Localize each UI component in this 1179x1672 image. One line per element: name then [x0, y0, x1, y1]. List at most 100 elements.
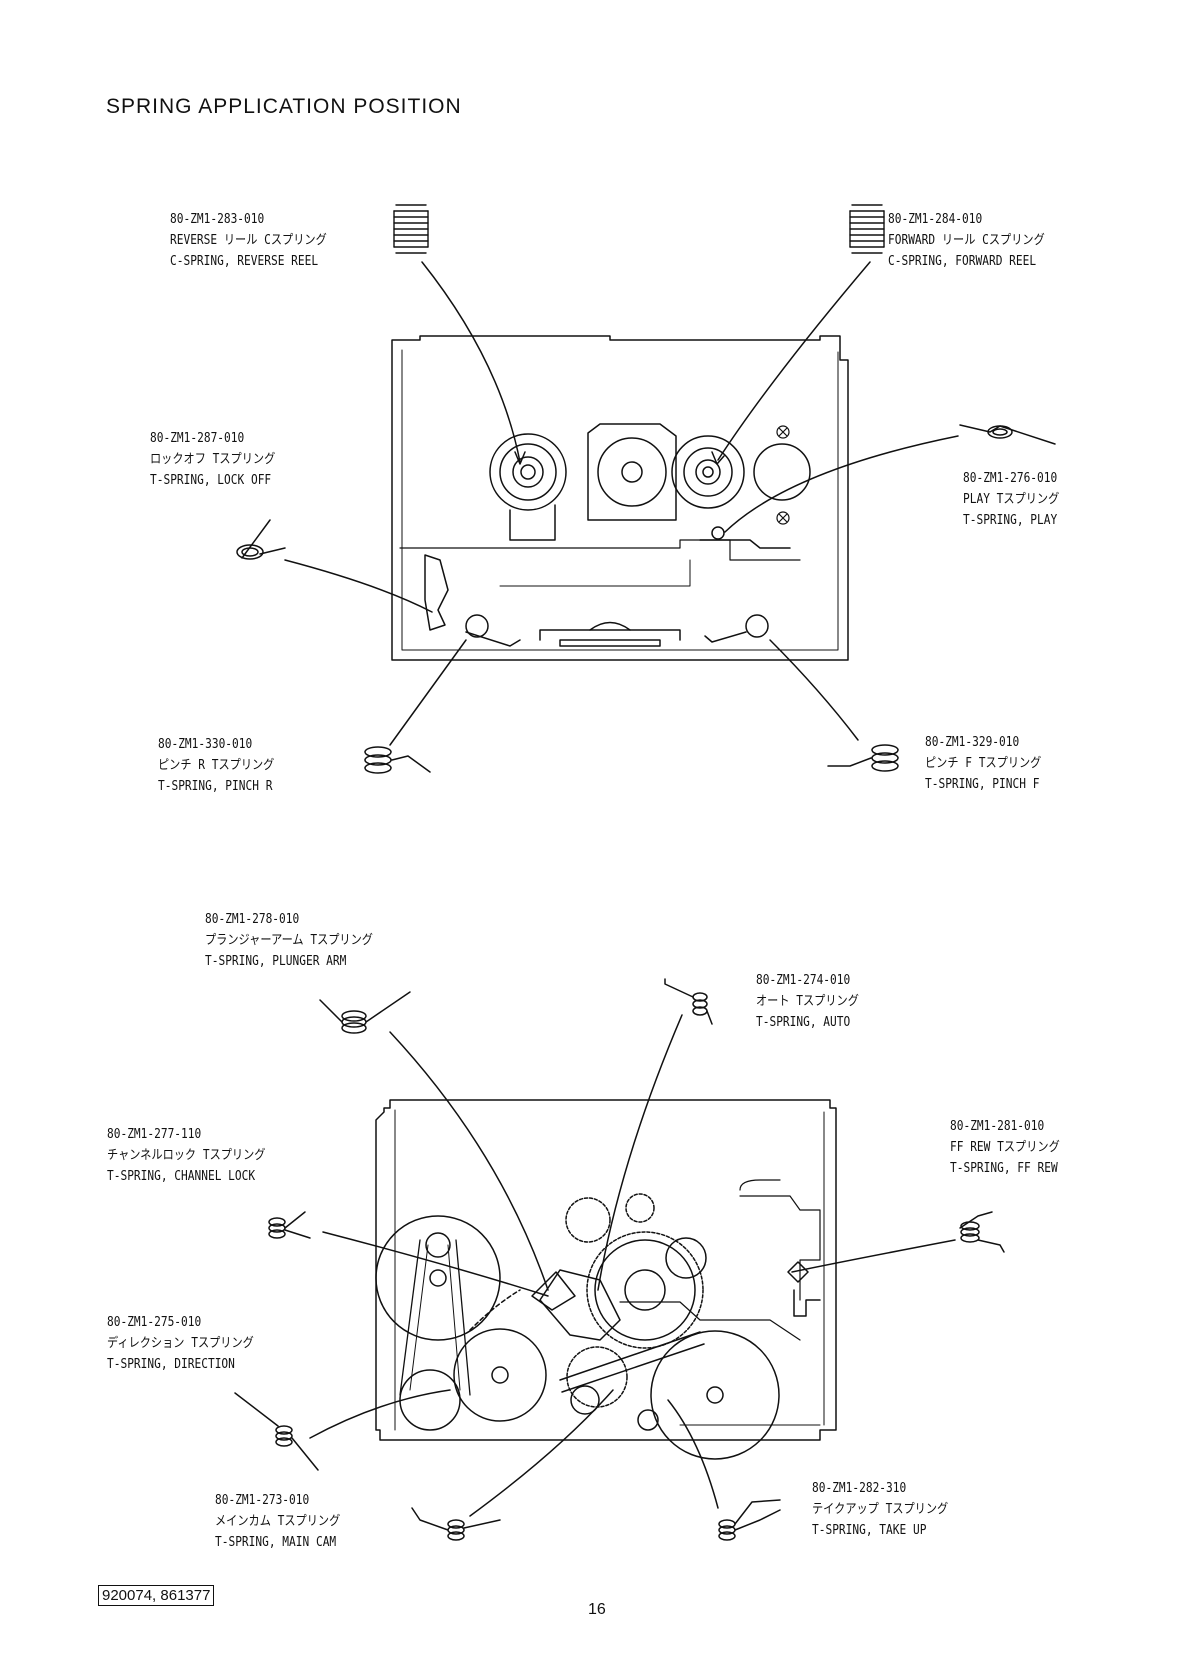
- part-number: 80-ZM1-273-010: [215, 1493, 310, 1508]
- page-number: 16: [588, 1601, 606, 1618]
- leader-line: [724, 435, 959, 533]
- part-name-en: T-SPRING, DIRECTION: [107, 1357, 235, 1372]
- part-name-jp: REVERSE リール Cスプリング: [170, 233, 327, 248]
- pinch-roller-f: [745, 614, 769, 638]
- callout-pinch-f: 80-ZM1-329-010 ピンチ F Tスプリング T-SPRING, PI…: [925, 732, 1041, 795]
- part-name-jp: オート Tスプリング: [756, 994, 859, 1009]
- leader-line: [791, 1239, 956, 1273]
- pinch-roller-r: [465, 614, 489, 638]
- t-spring-direction: [234, 1392, 319, 1471]
- t-spring-play: [959, 424, 1056, 445]
- main-cam-lever: [559, 1331, 705, 1393]
- part-name-en: T-SPRING, PLAY: [963, 513, 1058, 528]
- part-name-jp: メインカム Tスプリング: [215, 1514, 341, 1529]
- part-name-jp: チャンネルロック Tスプリング: [107, 1148, 266, 1163]
- part-name-en: T-SPRING, CHANNEL LOCK: [107, 1169, 256, 1184]
- leader-line: [769, 639, 859, 741]
- capstan-gear: [597, 437, 667, 507]
- part-number: 80-ZM1-278-010: [205, 912, 300, 927]
- reverse-reel-hub: [489, 433, 567, 541]
- motor-pulley: [399, 1369, 461, 1431]
- callout-main-cam: 80-ZM1-273-010 メインカム Tスプリング T-SPRING, MA…: [215, 1490, 340, 1553]
- main-gear-teeth: [586, 1231, 704, 1349]
- part-number: 80-ZM1-276-010: [963, 471, 1058, 486]
- callout-take-up: 80-ZM1-282-310 テイクアップ Tスプリング T-SPRING, T…: [812, 1478, 948, 1541]
- part-number: 80-ZM1-274-010: [756, 973, 851, 988]
- top-chassis-outline: [391, 335, 849, 661]
- part-name-en: C-SPRING, REVERSE REEL: [170, 254, 319, 269]
- part-name-jp: FORWARD リール Cスプリング: [888, 233, 1045, 248]
- leader-line: [597, 1014, 683, 1291]
- part-name-en: T-SPRING, PLUNGER ARM: [205, 954, 347, 969]
- leader-line: [667, 1399, 719, 1509]
- part-number: 80-ZM1-282-310: [812, 1481, 907, 1496]
- t-spring-pinch-r: [364, 746, 431, 774]
- t-spring-main-cam: [411, 1507, 501, 1541]
- part-name-jp: ピンチ F Tスプリング: [925, 756, 1042, 771]
- right-flywheel: [650, 1330, 780, 1460]
- part-name-en: T-SPRING, FF REW: [950, 1161, 1058, 1176]
- callout-plunger-arm: 80-ZM1-278-010 プランジャーアーム Tスプリング T-SPRING…: [205, 909, 373, 972]
- bottom-chassis-outline: [375, 1099, 837, 1441]
- leader-line: [469, 1389, 614, 1517]
- callout-direction: 80-ZM1-275-010 ディレクション Tスプリング T-SPRING, …: [107, 1312, 254, 1375]
- leader-line: [322, 1231, 549, 1297]
- part-name-en: T-SPRING, TAKE UP: [812, 1523, 927, 1538]
- lower-left-flywheel: [453, 1328, 547, 1422]
- t-spring-channel-lock: [268, 1211, 311, 1239]
- c-spring-reverse-reel: [393, 204, 429, 254]
- part-number: 80-ZM1-275-010: [107, 1315, 202, 1330]
- part-name-en: T-SPRING, MAIN CAM: [215, 1535, 337, 1550]
- part-name-en: C-SPRING, FORWARD REEL: [888, 254, 1037, 269]
- leader-line: [309, 1389, 451, 1439]
- drive-belt: [399, 1239, 471, 1396]
- part-name-en: T-SPRING, AUTO: [756, 1015, 851, 1030]
- callout-pinch-r: 80-ZM1-330-010 ピンチ R Tスプリング T-SPRING, PI…: [158, 734, 274, 797]
- callout-auto: 80-ZM1-274-010 オート Tスプリング T-SPRING, AUTO: [756, 970, 859, 1033]
- c-spring-forward-reel: [849, 204, 885, 254]
- arrowhead: [711, 451, 725, 465]
- document-code: 920074, 861377: [98, 1585, 215, 1606]
- t-spring-plunger-arm: [319, 991, 411, 1034]
- leader-line: [389, 639, 467, 746]
- part-name-jp: FF REW Tスプリング: [950, 1140, 1060, 1155]
- left-flywheel: [375, 1215, 501, 1341]
- part-name-jp: ロックオフ Tスプリング: [150, 452, 276, 467]
- leader-line: [284, 559, 433, 613]
- bottom-mechanism-drawing: [375, 1099, 837, 1460]
- part-number: 80-ZM1-284-010: [888, 212, 983, 227]
- part-number: 80-ZM1-281-010: [950, 1119, 1045, 1134]
- part-name-jp: ピンチ R Tスプリング: [158, 758, 275, 773]
- callout-channel-lock: 80-ZM1-277-110 チャンネルロック Tスプリング T-SPRING,…: [107, 1124, 265, 1187]
- part-name-jp: ディレクション Tスプリング: [107, 1336, 254, 1351]
- top-mechanism-drawing: [391, 335, 849, 661]
- part-number: 80-ZM1-330-010: [158, 737, 253, 752]
- forward-reel-hub: [671, 435, 745, 509]
- callout-forward-reel: 80-ZM1-284-010 FORWARD リール Cスプリング C-SPRI…: [888, 209, 1045, 272]
- t-spring-take-up: [718, 1499, 781, 1541]
- callout-play: 80-ZM1-276-010 PLAY Tスプリング T-SPRING, PLA…: [963, 468, 1059, 531]
- part-name-en: T-SPRING, PINCH R: [158, 779, 273, 794]
- leader-line: [389, 1031, 549, 1291]
- part-name-jp: テイクアップ Tスプリング: [812, 1502, 949, 1517]
- leader-line: [717, 261, 871, 461]
- part-name-jp: プランジャーアーム Tスプリング: [205, 933, 373, 948]
- t-spring-auto: [664, 978, 713, 1025]
- t-spring-ff-rew: [959, 1211, 1005, 1253]
- leader-line: [421, 261, 521, 463]
- part-name-jp: PLAY Tスプリング: [963, 492, 1060, 507]
- part-number: 80-ZM1-283-010: [170, 212, 265, 227]
- t-spring-lock-off: [236, 519, 286, 560]
- part-number: 80-ZM1-277-110: [107, 1127, 202, 1142]
- part-name-en: T-SPRING, PINCH F: [925, 777, 1040, 792]
- part-number: 80-ZM1-287-010: [150, 431, 245, 446]
- part-name-en: T-SPRING, LOCK OFF: [150, 473, 272, 488]
- callout-reverse-reel: 80-ZM1-283-010 REVERSE リール Cスプリング C-SPRI…: [170, 209, 327, 272]
- callout-ff-rew: 80-ZM1-281-010 FF REW Tスプリング T-SPRING, F…: [950, 1116, 1060, 1179]
- page-title: SPRING APPLICATION POSITION: [106, 95, 462, 118]
- callout-lock-off: 80-ZM1-287-010 ロックオフ Tスプリング T-SPRING, LO…: [150, 428, 275, 491]
- t-spring-pinch-f: [827, 744, 899, 772]
- arrowhead: [514, 451, 526, 465]
- part-number: 80-ZM1-329-010: [925, 735, 1020, 750]
